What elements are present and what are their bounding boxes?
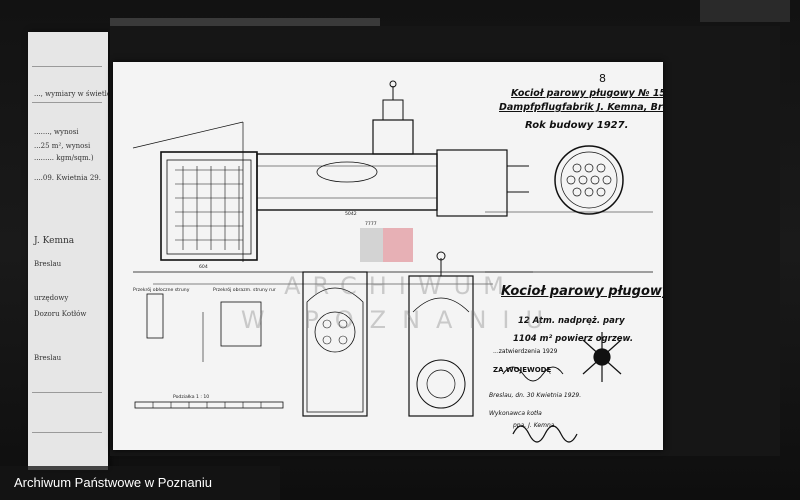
boiler-title: Kocioł parowy pługowy № 1504 <box>511 88 663 99</box>
voivode-stamp-text: ZA WOJEWODĘ <box>493 366 552 374</box>
film-strip-right <box>700 0 790 22</box>
smokebox <box>436 149 508 217</box>
steam-dome <box>372 119 414 155</box>
film-strip-top <box>110 18 380 26</box>
archive-caption: Archiwum Państwowe w Poznaniu <box>0 466 280 500</box>
pressure-spec: 12 Atm. nadpręż. pary <box>518 316 625 326</box>
eagle-stamp <box>582 332 622 382</box>
approval-note: ...zatwierdzenia 1929 <box>493 348 558 355</box>
front-view-left <box>302 271 368 417</box>
tube-plate <box>554 145 624 215</box>
heating-area-spec: 1104 m² powierz ogrzew. <box>513 334 634 344</box>
left-page-line-4: ......... kgm/sqm.) <box>34 154 94 162</box>
firebox-outline <box>160 151 258 261</box>
section-label-2: Przekrój obrazm. struny rur <box>213 288 276 293</box>
left-page-line-1: ..., wymiary w świetle <box>34 90 108 98</box>
signature-label: ppa. J. Kemna <box>513 422 555 429</box>
city-date: Breslau, dn. 30 Kwietnia 1929. <box>489 392 582 399</box>
dimension-left: 604 <box>199 265 208 270</box>
left-page-line-7: Breslau <box>34 260 62 268</box>
left-page-line-8: urzędowy <box>34 294 69 302</box>
archive-watermark: ARCHIWUM <box>284 272 516 300</box>
left-page-line-2: ......., wynosi <box>34 128 79 136</box>
drawing-main-title: Kocioł parowy pługowy <box>501 284 663 299</box>
archive-mark-grey <box>360 228 383 262</box>
left-page-line-10: Breslau <box>34 354 62 362</box>
boiler-drawing-sheet: 8 Kocioł parowy pługowy № 1504 Dampfpflu… <box>113 62 663 450</box>
scale-label: Podziałka 1 : 10 <box>173 395 210 400</box>
dimension-sub: 5042 <box>345 212 357 217</box>
executor-label: Wykonawca kotła <box>489 410 542 417</box>
section-label-1: Przekrój obłoczne struny <box>133 288 190 293</box>
page-number: 8 <box>599 72 606 85</box>
manufacturer: Dampfpflugfabrik J. Kemna, Breslau <box>499 102 663 113</box>
build-year: Rok budowy 1927. <box>525 120 629 131</box>
left-page-line-5: ....09. Kwietnia 29. <box>34 174 101 182</box>
scale-bar <box>134 401 284 409</box>
left-page-line-3: ...25 m², wynosi <box>34 142 91 150</box>
left-document-page: ..., wymiary w świetle ......., wynosi .… <box>28 32 108 470</box>
archive-mark-red <box>383 228 413 262</box>
left-page-line-6: J. Kemna <box>34 236 75 246</box>
dimension-main: 7777 <box>365 222 377 227</box>
archive-watermark-2: W POZNANIU <box>240 306 560 334</box>
technical-drawing <box>132 80 653 443</box>
left-page-line-9: Dozoru Kotłów <box>34 310 87 318</box>
